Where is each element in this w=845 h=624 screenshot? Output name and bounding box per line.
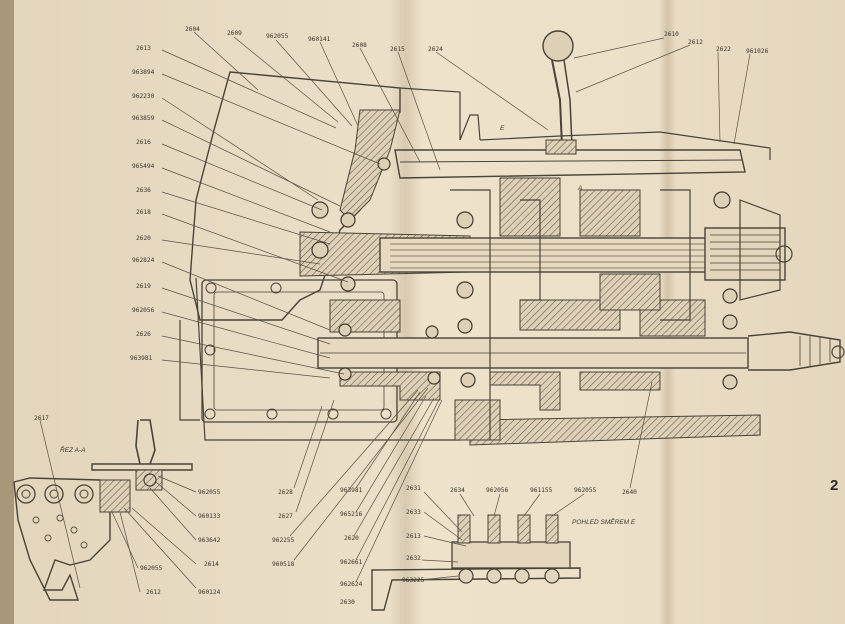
label-2633: 2633 [406,509,421,516]
label-963894: 963894 [132,69,155,76]
label-963981-left: 963981 [130,355,153,362]
label-962255: 962255 [272,537,295,544]
label-961026: 961026 [746,48,769,55]
label-963981-bottom: 963981 [340,487,363,494]
label-2620-bottom: 2620 [344,535,359,542]
label-2614: 2614 [204,561,219,568]
label-2616: 2616 [136,139,151,146]
bearing-ball [340,212,356,228]
label-960141: 960141 [308,36,331,43]
label-2617: 2617 [34,415,49,422]
label-2612-top: 2612 [688,39,703,46]
label-2632: 2632 [406,555,421,562]
label-2630: 2630 [340,599,355,606]
section-a-a-title: ŘEZ A-A [60,445,85,454]
label-962056-left: 962056 [132,307,155,314]
view-e-title: POHLED SMĚREM E [572,517,636,526]
label-2608: 2608 [352,42,367,49]
label-2609: 2609 [227,30,242,37]
gear-lever-knob [542,30,574,62]
part-number-labels: 2604 2609 962055 960141 2608 2615 2624 2… [34,26,838,606]
label-961155: 961155 [530,487,553,494]
label-963859: 963859 [132,115,155,122]
label-962661: 962661 [340,559,363,566]
label-960124: 960124 [198,589,221,596]
label-2612-a: 2612 [146,589,161,596]
view-marker-e: E [500,125,505,132]
label-962055-a1: 962055 [198,489,221,496]
label-965494: 965494 [132,163,155,170]
label-2613-left: 2613 [136,45,151,52]
label-2628: 2628 [278,489,293,496]
label-2610: 2610 [664,31,679,38]
label-962055-a2: 962055 [140,565,163,572]
label-962230: 962230 [132,93,155,100]
label-2618: 2618 [136,209,151,216]
label-2615: 2615 [390,46,405,53]
label-962824: 962824 [132,257,155,264]
label-962624: 962624 [340,581,363,588]
label-963225: 963225 [402,577,425,584]
label-962055-top: 962055 [266,33,289,40]
label-2636: 2636 [136,187,151,194]
label-2634: 2634 [450,487,465,494]
label-962055-e: 962055 [574,487,597,494]
label-2624: 2624 [428,46,443,53]
view-e-detail [371,514,581,611]
label-2604: 2604 [185,26,200,33]
label-2631: 2631 [406,485,421,492]
page-number: 2 [830,477,838,494]
label-2626: 2626 [136,331,151,338]
label-962056-e: 962056 [486,487,509,494]
label-2613-e: 2613 [406,533,421,540]
label-960518: 960518 [272,561,295,568]
view-marker-a: A [577,185,582,192]
binding-edge [0,0,14,624]
gearbox-section-drawing [179,30,845,446]
leader-lines [39,31,751,593]
label-2619: 2619 [136,283,151,290]
label-2640: 2640 [622,489,637,496]
label-965216: 965216 [340,511,363,518]
label-2620-left: 2620 [136,235,151,242]
label-2627: 2627 [278,513,293,520]
section-a-a-view [13,419,193,601]
label-960133: 960133 [198,513,221,520]
label-2622: 2622 [716,46,731,53]
label-963642: 963642 [198,537,221,544]
